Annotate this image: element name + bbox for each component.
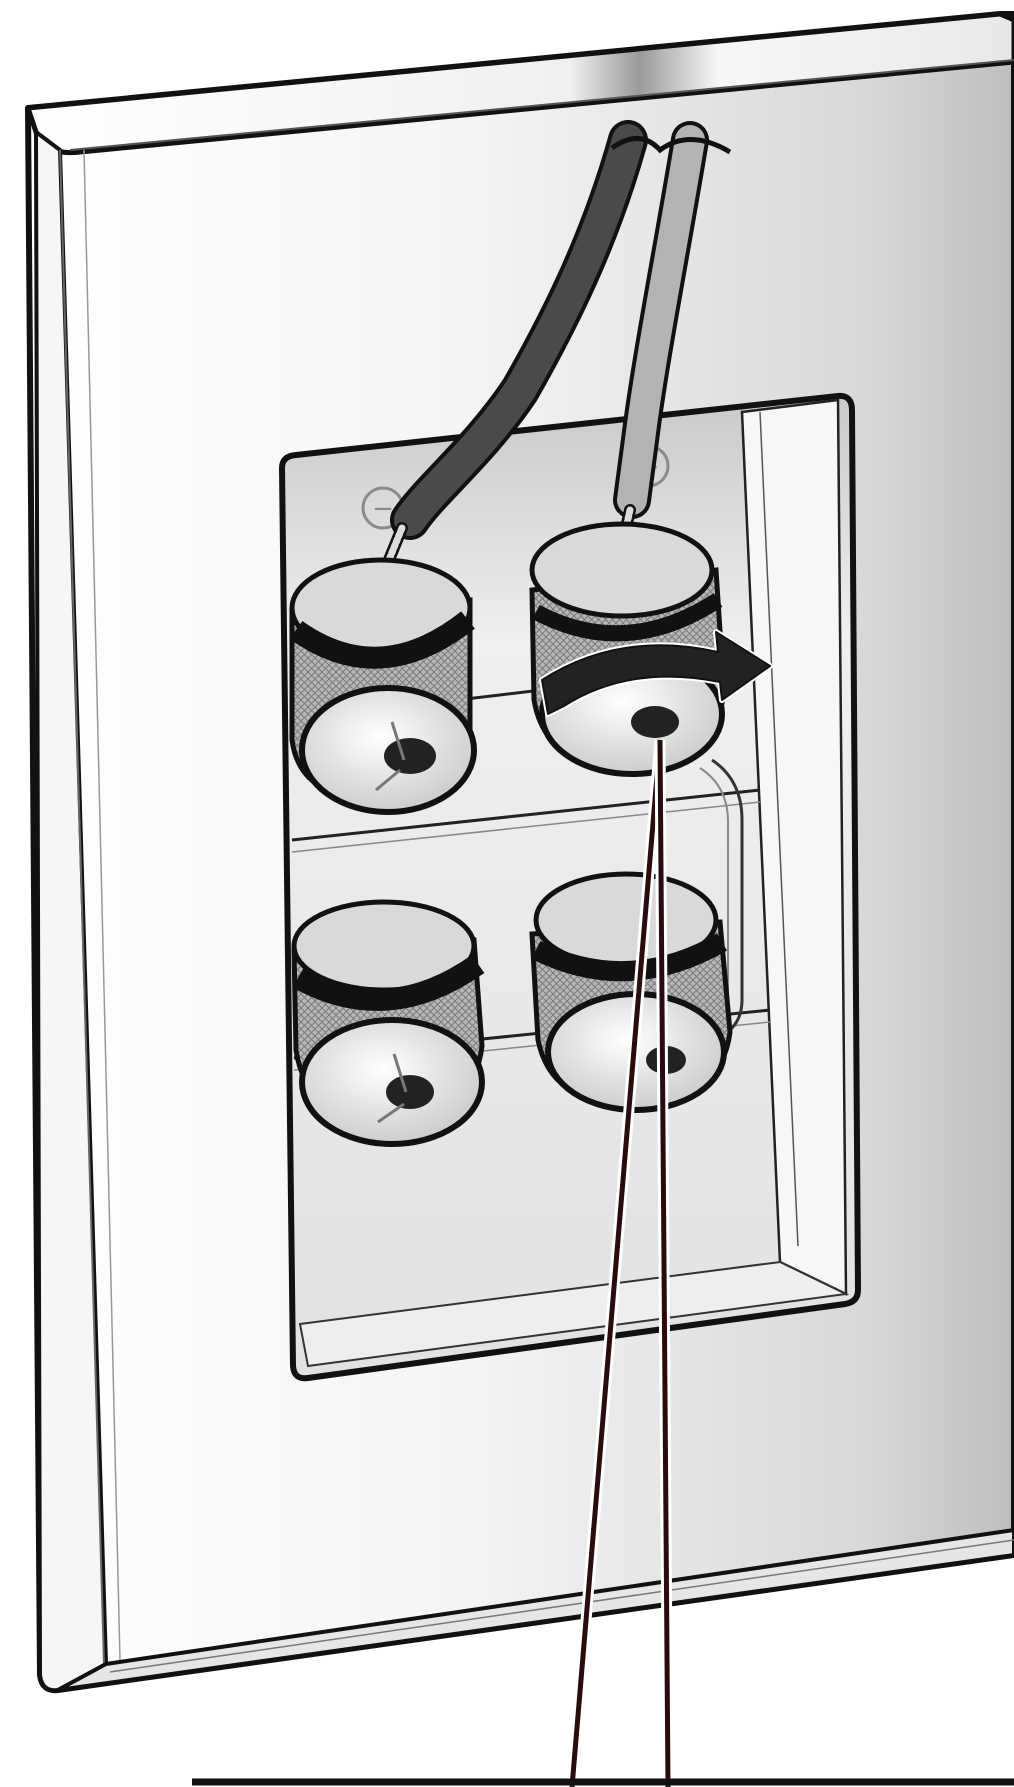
terminal-negative-bottom	[294, 902, 482, 1144]
terminal-negative-top	[292, 560, 474, 812]
